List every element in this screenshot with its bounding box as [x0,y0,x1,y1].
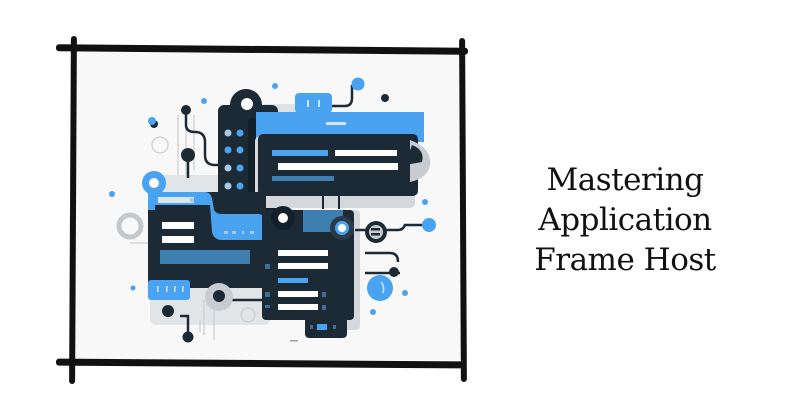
page-title: Mastering Application Frame Host [510,160,740,280]
illustration-frame [55,35,469,385]
title-line-2: Application [538,202,712,238]
title-line-1: Mastering [546,162,704,198]
title-line-3: Frame Host [534,242,716,278]
app-windows-illustration [109,77,436,343]
